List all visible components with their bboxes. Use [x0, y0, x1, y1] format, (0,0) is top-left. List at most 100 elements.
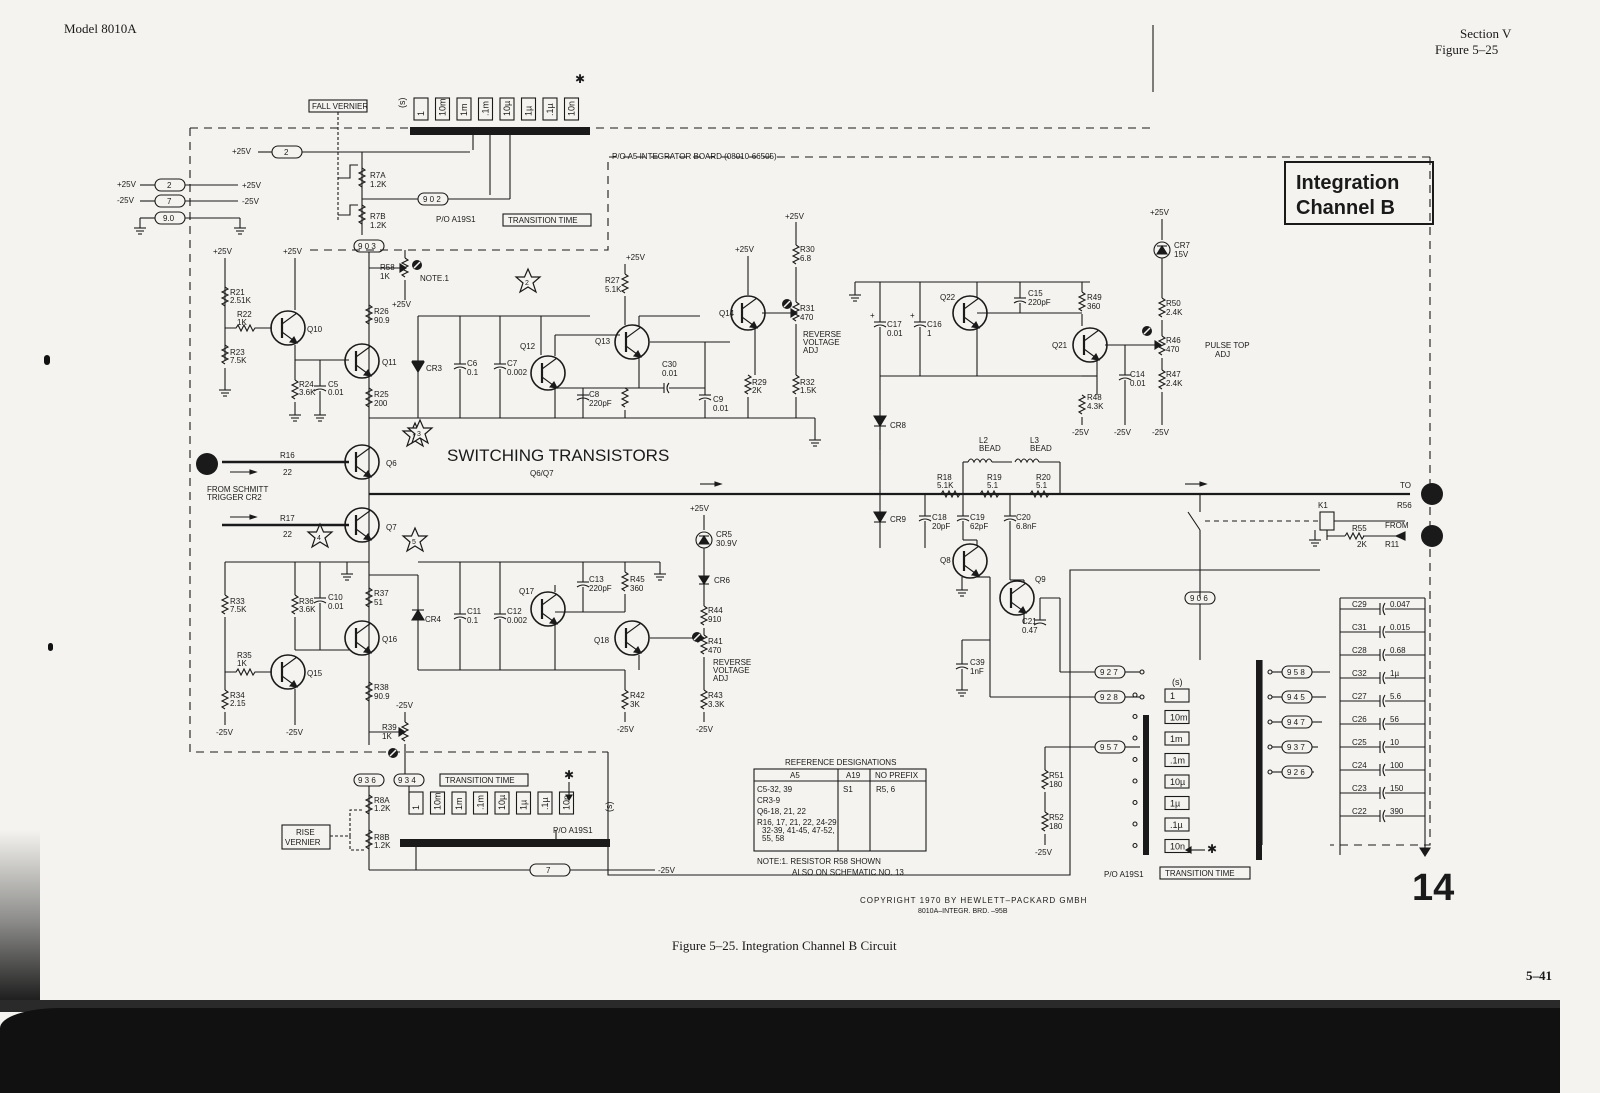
svg-text:-25V: -25V — [1072, 428, 1090, 437]
top-switch-position-label: 1m — [459, 103, 469, 116]
top-switch-position-label: 10n — [567, 101, 577, 116]
svg-text:C18: C18 — [932, 513, 947, 522]
svg-text:Q17: Q17 — [519, 587, 535, 596]
svg-text:C13: C13 — [589, 575, 604, 584]
svg-text:R50: R50 — [1166, 299, 1181, 308]
svg-text:9 0 2: 9 0 2 — [423, 195, 441, 204]
svg-text:VOLTAGE: VOLTAGE — [713, 666, 750, 675]
svg-text:3.6K: 3.6K — [299, 388, 316, 397]
svg-text:90.9: 90.9 — [374, 316, 390, 325]
title-line2: Channel B — [1296, 197, 1395, 219]
svg-text:TRANSITION TIME: TRANSITION TIME — [445, 776, 515, 785]
board-frame-mid — [310, 156, 1268, 251]
top-switch-position-box — [520, 97, 537, 121]
svg-text:TRANSITION TIME: TRANSITION TIME — [508, 216, 578, 225]
svg-text:22: 22 — [283, 530, 292, 539]
ladder-capacitor-value: 1µ — [1390, 669, 1399, 678]
svg-text:9 2 8: 9 2 8 — [1100, 693, 1118, 702]
svg-text:Q13: Q13 — [595, 337, 611, 346]
svg-text:CR9: CR9 — [890, 515, 907, 524]
svg-text:R52: R52 — [1049, 813, 1064, 822]
scan-smudge — [0, 830, 40, 1010]
right-switch-position-box — [1164, 752, 1190, 768]
svg-text:2: 2 — [167, 181, 172, 190]
svg-text:VOLTAGE: VOLTAGE — [803, 338, 840, 347]
svg-text:32-39, 41-45, 47-52,: 32-39, 41-45, 47-52, — [762, 826, 835, 835]
ladder-capacitor-value: 100 — [1390, 761, 1404, 770]
svg-text:C17: C17 — [887, 320, 902, 329]
top-switch-position-label: 10m — [438, 98, 448, 116]
top-switch-position-box — [542, 97, 558, 121]
ladder-capacitor-value: 5.6 — [1390, 692, 1402, 701]
top-switch-position-label: .1m — [481, 101, 491, 116]
svg-text:R31: R31 — [800, 304, 815, 313]
svg-text:R8A: R8A — [374, 796, 390, 805]
scan-bottom-edge — [0, 1008, 1560, 1093]
bottom-switch-position-box — [472, 791, 489, 815]
svg-text:Q14: Q14 — [719, 309, 735, 318]
svg-text:R20: R20 — [1036, 473, 1051, 482]
svg-text:R27: R27 — [605, 276, 620, 285]
svg-text:5.1K: 5.1K — [605, 285, 622, 294]
right-switch-position-box — [1164, 731, 1190, 746]
svg-text:-25V: -25V — [286, 728, 304, 737]
svg-text:R48: R48 — [1087, 393, 1102, 402]
svg-text:R16, 17, 21, 22, 24-29: R16, 17, 21, 22, 24-29 — [757, 818, 837, 827]
svg-text:P/O A19S1: P/O A19S1 — [436, 215, 476, 224]
svg-text:3K: 3K — [630, 700, 640, 709]
copyright-line2: 8010A–INTEGR. BRD. –95B — [918, 908, 1008, 915]
svg-text:R39: R39 — [382, 723, 397, 732]
svg-text:-25V: -25V — [1152, 428, 1170, 437]
top-switch-position-box — [563, 97, 580, 121]
svg-text:R55: R55 — [1352, 524, 1367, 533]
bottom-switch-position-box — [515, 791, 532, 815]
ladder-capacitor-name: C32 — [1352, 669, 1367, 678]
svg-text:1.2K: 1.2K — [374, 841, 391, 850]
ladder-capacitor-value: 150 — [1390, 784, 1404, 793]
ladder-capacitor-name: C25 — [1352, 738, 1367, 747]
svg-text:A5: A5 — [790, 771, 800, 780]
star-marker-2: 2 — [525, 280, 529, 287]
svg-text:2K: 2K — [752, 386, 762, 395]
svg-text:Q6-18, 21, 22: Q6-18, 21, 22 — [757, 807, 806, 816]
svg-text:55, 58: 55, 58 — [762, 834, 785, 843]
svg-text:1: 1 — [927, 329, 932, 338]
svg-text:1nF: 1nF — [970, 667, 984, 676]
bottom-switch-position-box — [537, 791, 553, 815]
bottom-switch-position-label: 1µ — [519, 800, 529, 810]
ladder-capacitor-name: C23 — [1352, 784, 1367, 793]
bottom-switch-position-label: .1µ — [540, 797, 550, 810]
svg-text:2K: 2K — [1357, 540, 1367, 549]
svg-text:1.5K: 1.5K — [800, 386, 817, 395]
svg-text:C39: C39 — [970, 658, 985, 667]
star-marker-5: 5 — [412, 539, 416, 546]
svg-text:2.51K: 2.51K — [230, 296, 252, 305]
svg-text:220pF: 220pF — [1028, 298, 1051, 307]
svg-text:R22: R22 — [237, 310, 252, 319]
svg-text:30.9V: 30.9V — [716, 539, 738, 548]
bottom-switch-position-box — [408, 791, 424, 815]
svg-text:C15: C15 — [1028, 289, 1043, 298]
section-header: Section V — [1460, 26, 1512, 41]
right-switch-position-box — [1164, 795, 1190, 811]
ladder-capacitor-name: C22 — [1352, 807, 1367, 816]
asterisk-mark: ✱ — [564, 768, 574, 782]
page-number: 5–41 — [1526, 968, 1552, 983]
svg-text:R47: R47 — [1166, 370, 1181, 379]
svg-text:Q7: Q7 — [386, 523, 397, 532]
svg-text:C7: C7 — [507, 359, 518, 368]
svg-text:R8B: R8B — [374, 833, 390, 842]
scan-mark — [48, 643, 53, 651]
bottom-switch-position-label: 1 — [411, 805, 421, 810]
top-switch-position-box — [413, 97, 429, 121]
right-switch-position-label: 1m — [1170, 734, 1183, 744]
asterisk-mark: ✱ — [1207, 842, 1217, 856]
svg-text:0.01: 0.01 — [328, 388, 344, 397]
svg-text:+25V: +25V — [626, 253, 646, 262]
svg-text:-25V: -25V — [242, 197, 260, 206]
svg-text:0.01: 0.01 — [1130, 379, 1146, 388]
right-switch-position-box — [1164, 817, 1190, 832]
board-label: P/O A5 INTEGRATOR BOARD (08010-66505) — [612, 152, 777, 161]
svg-text:CR3-9: CR3-9 — [757, 796, 781, 805]
board-frame-right — [1330, 157, 1431, 846]
